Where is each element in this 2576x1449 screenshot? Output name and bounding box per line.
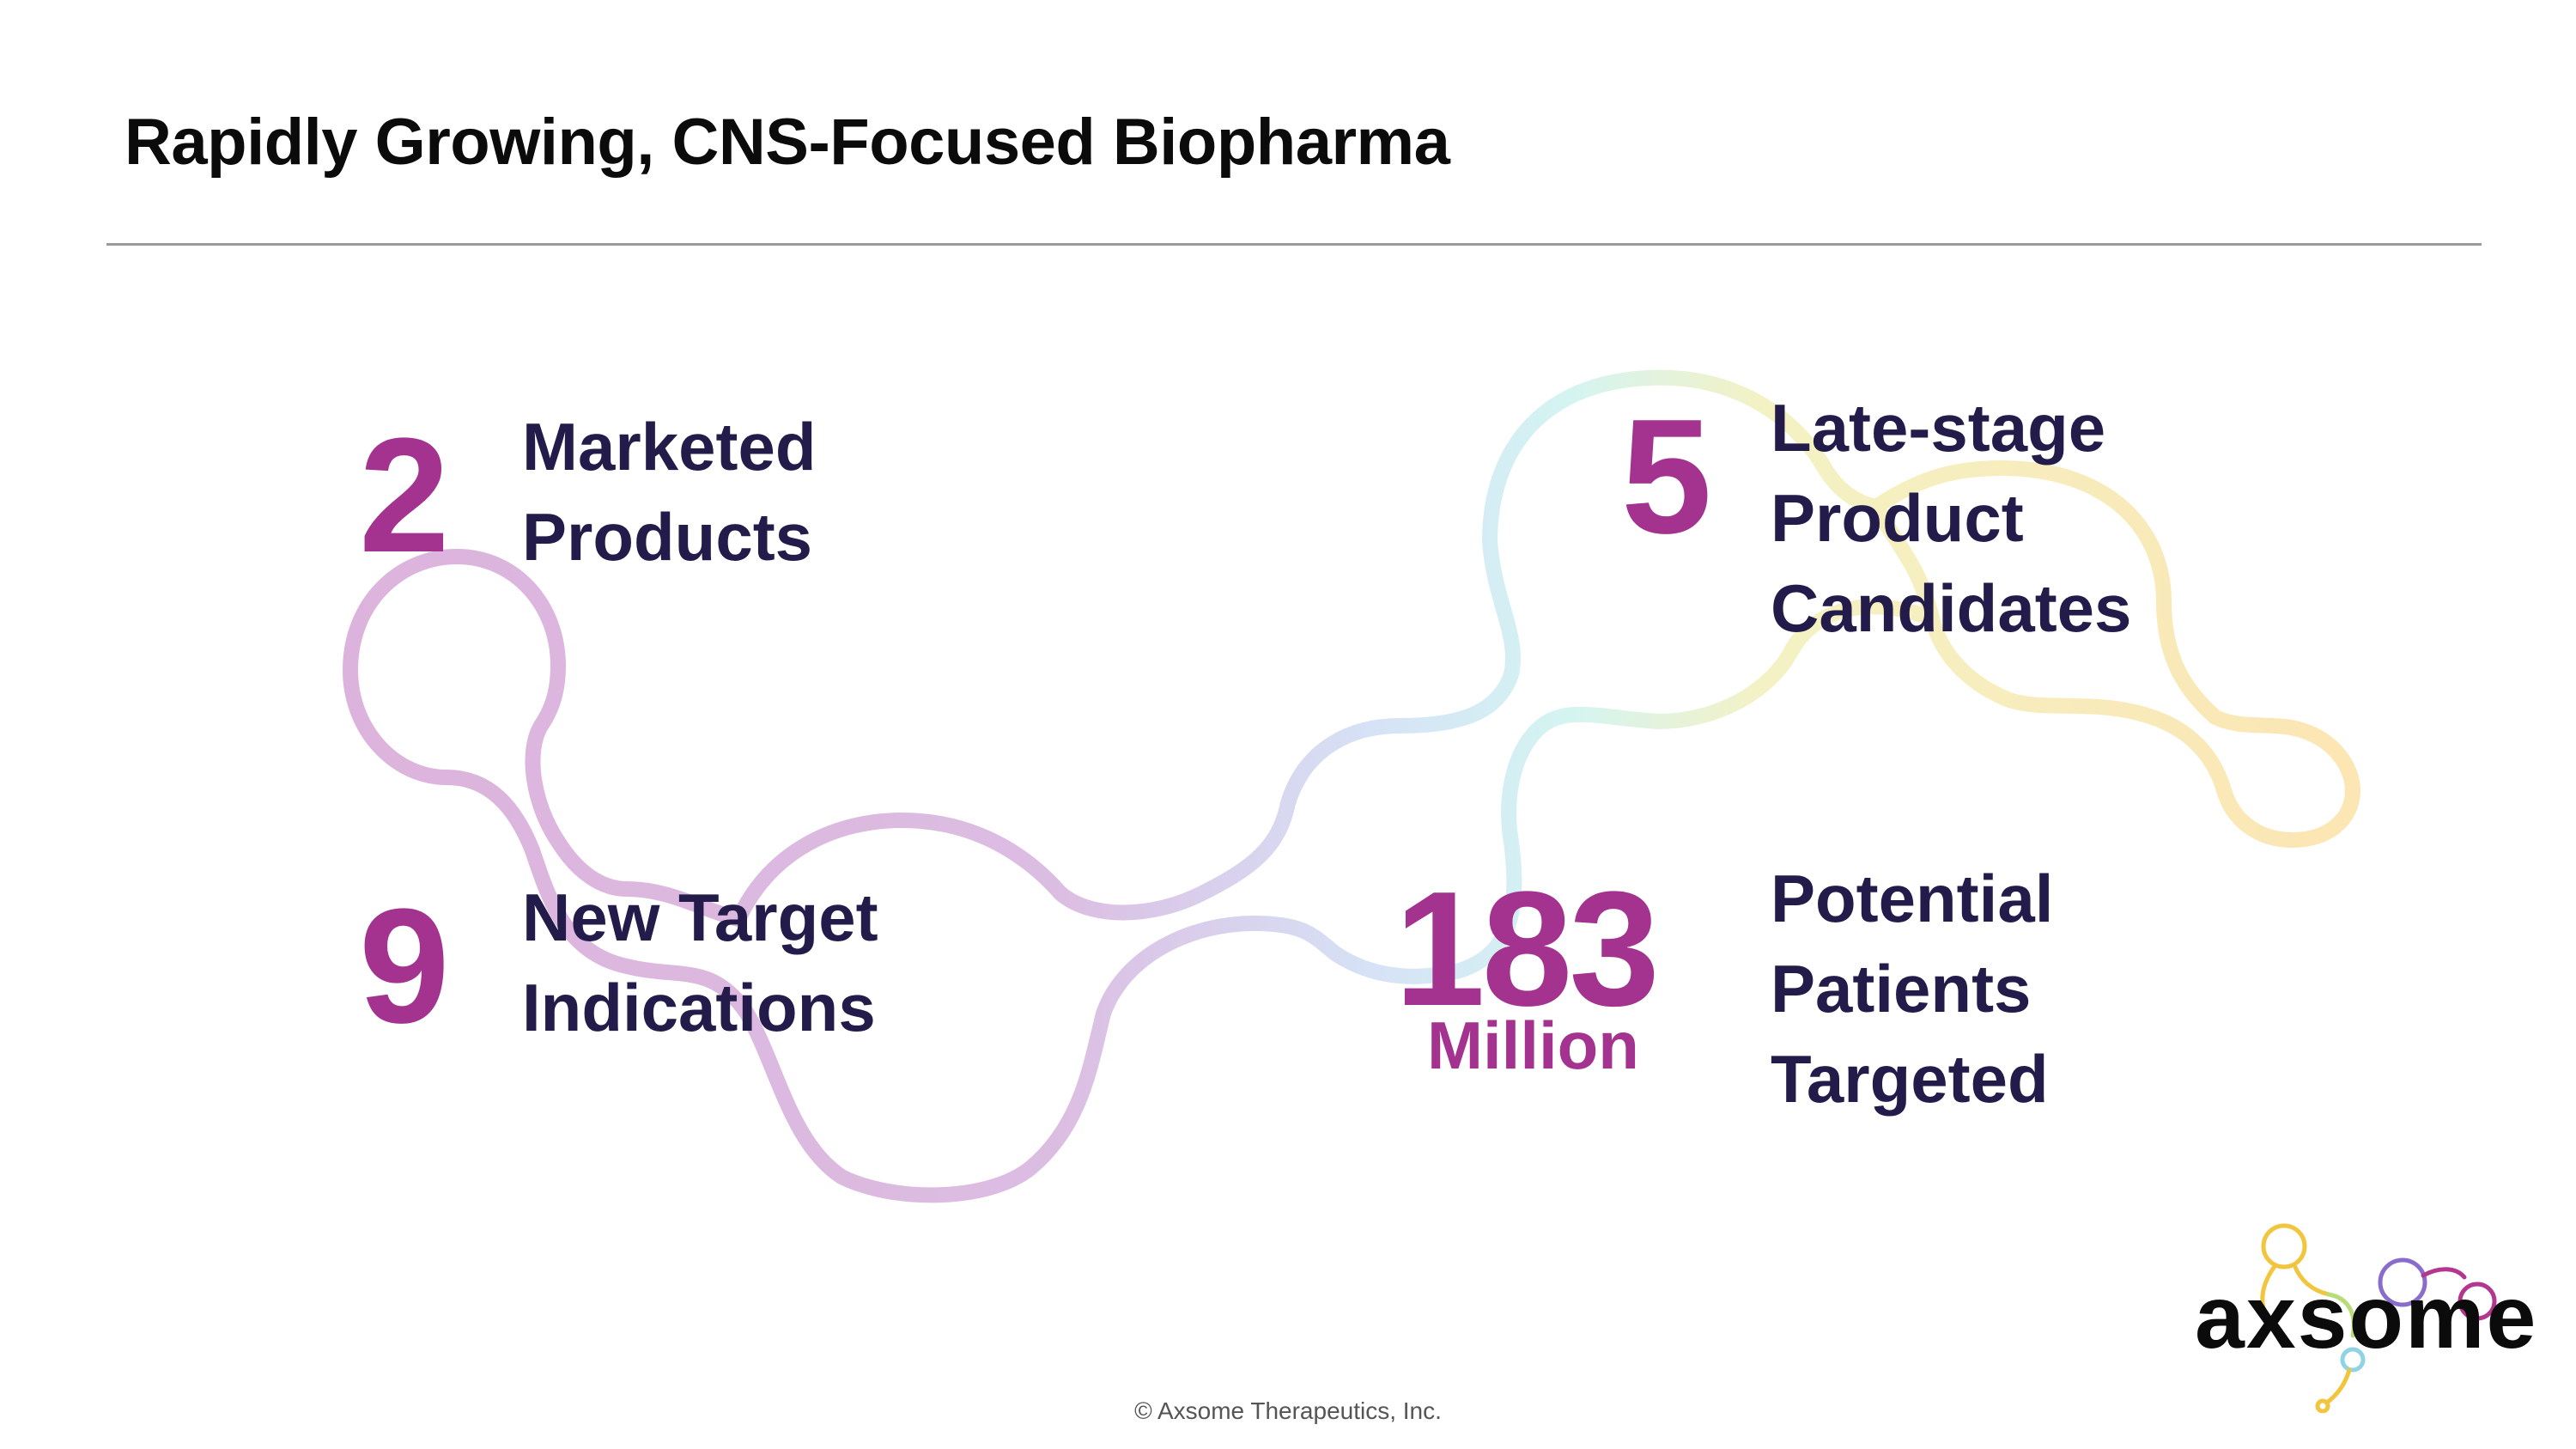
stat-late-stage-label: Late-stage Product Candidates bbox=[1771, 383, 2131, 654]
stat-indications-label: New Target Indications bbox=[522, 873, 878, 1053]
molecule-icon bbox=[2260, 1223, 2497, 1413]
stat-patients-unit: Million bbox=[1427, 1008, 1639, 1083]
slide-title: Rapidly Growing, CNS-Focused Biopharma bbox=[125, 106, 1450, 179]
stat-label-line: Potential bbox=[1771, 861, 2054, 936]
title-divider bbox=[106, 243, 2482, 246]
stat-patients-value: 183 bbox=[1394, 858, 1660, 1040]
logo-text: axsome bbox=[2195, 1268, 2538, 1367]
stat-label-line: Product bbox=[1771, 480, 2024, 556]
stat-label-line: New Target bbox=[522, 880, 878, 955]
stat-label-line: Targeted bbox=[1771, 1041, 2049, 1117]
stat-label-line: Products bbox=[522, 499, 813, 575]
stat-patients-label: Potential Patients Targeted bbox=[1771, 854, 2053, 1124]
axsome-logo: axsome bbox=[2181, 1215, 2536, 1413]
stat-indications-value: 9 bbox=[359, 875, 450, 1057]
stat-label-line: Late-stage bbox=[1771, 390, 2106, 466]
stat-marketed-label: Marketed Products bbox=[522, 402, 816, 582]
footer-copyright: © Axsome Therapeutics, Inc. bbox=[1134, 1397, 1442, 1424]
stat-label-line: Candidates bbox=[1771, 570, 2132, 646]
stat-label-line: Marketed bbox=[522, 409, 817, 484]
stat-label-line: Indications bbox=[522, 970, 876, 1045]
stat-label-line: Patients bbox=[1771, 951, 2032, 1026]
stat-marketed-value: 2 bbox=[359, 405, 450, 587]
stat-late-stage-value: 5 bbox=[1621, 386, 1712, 568]
